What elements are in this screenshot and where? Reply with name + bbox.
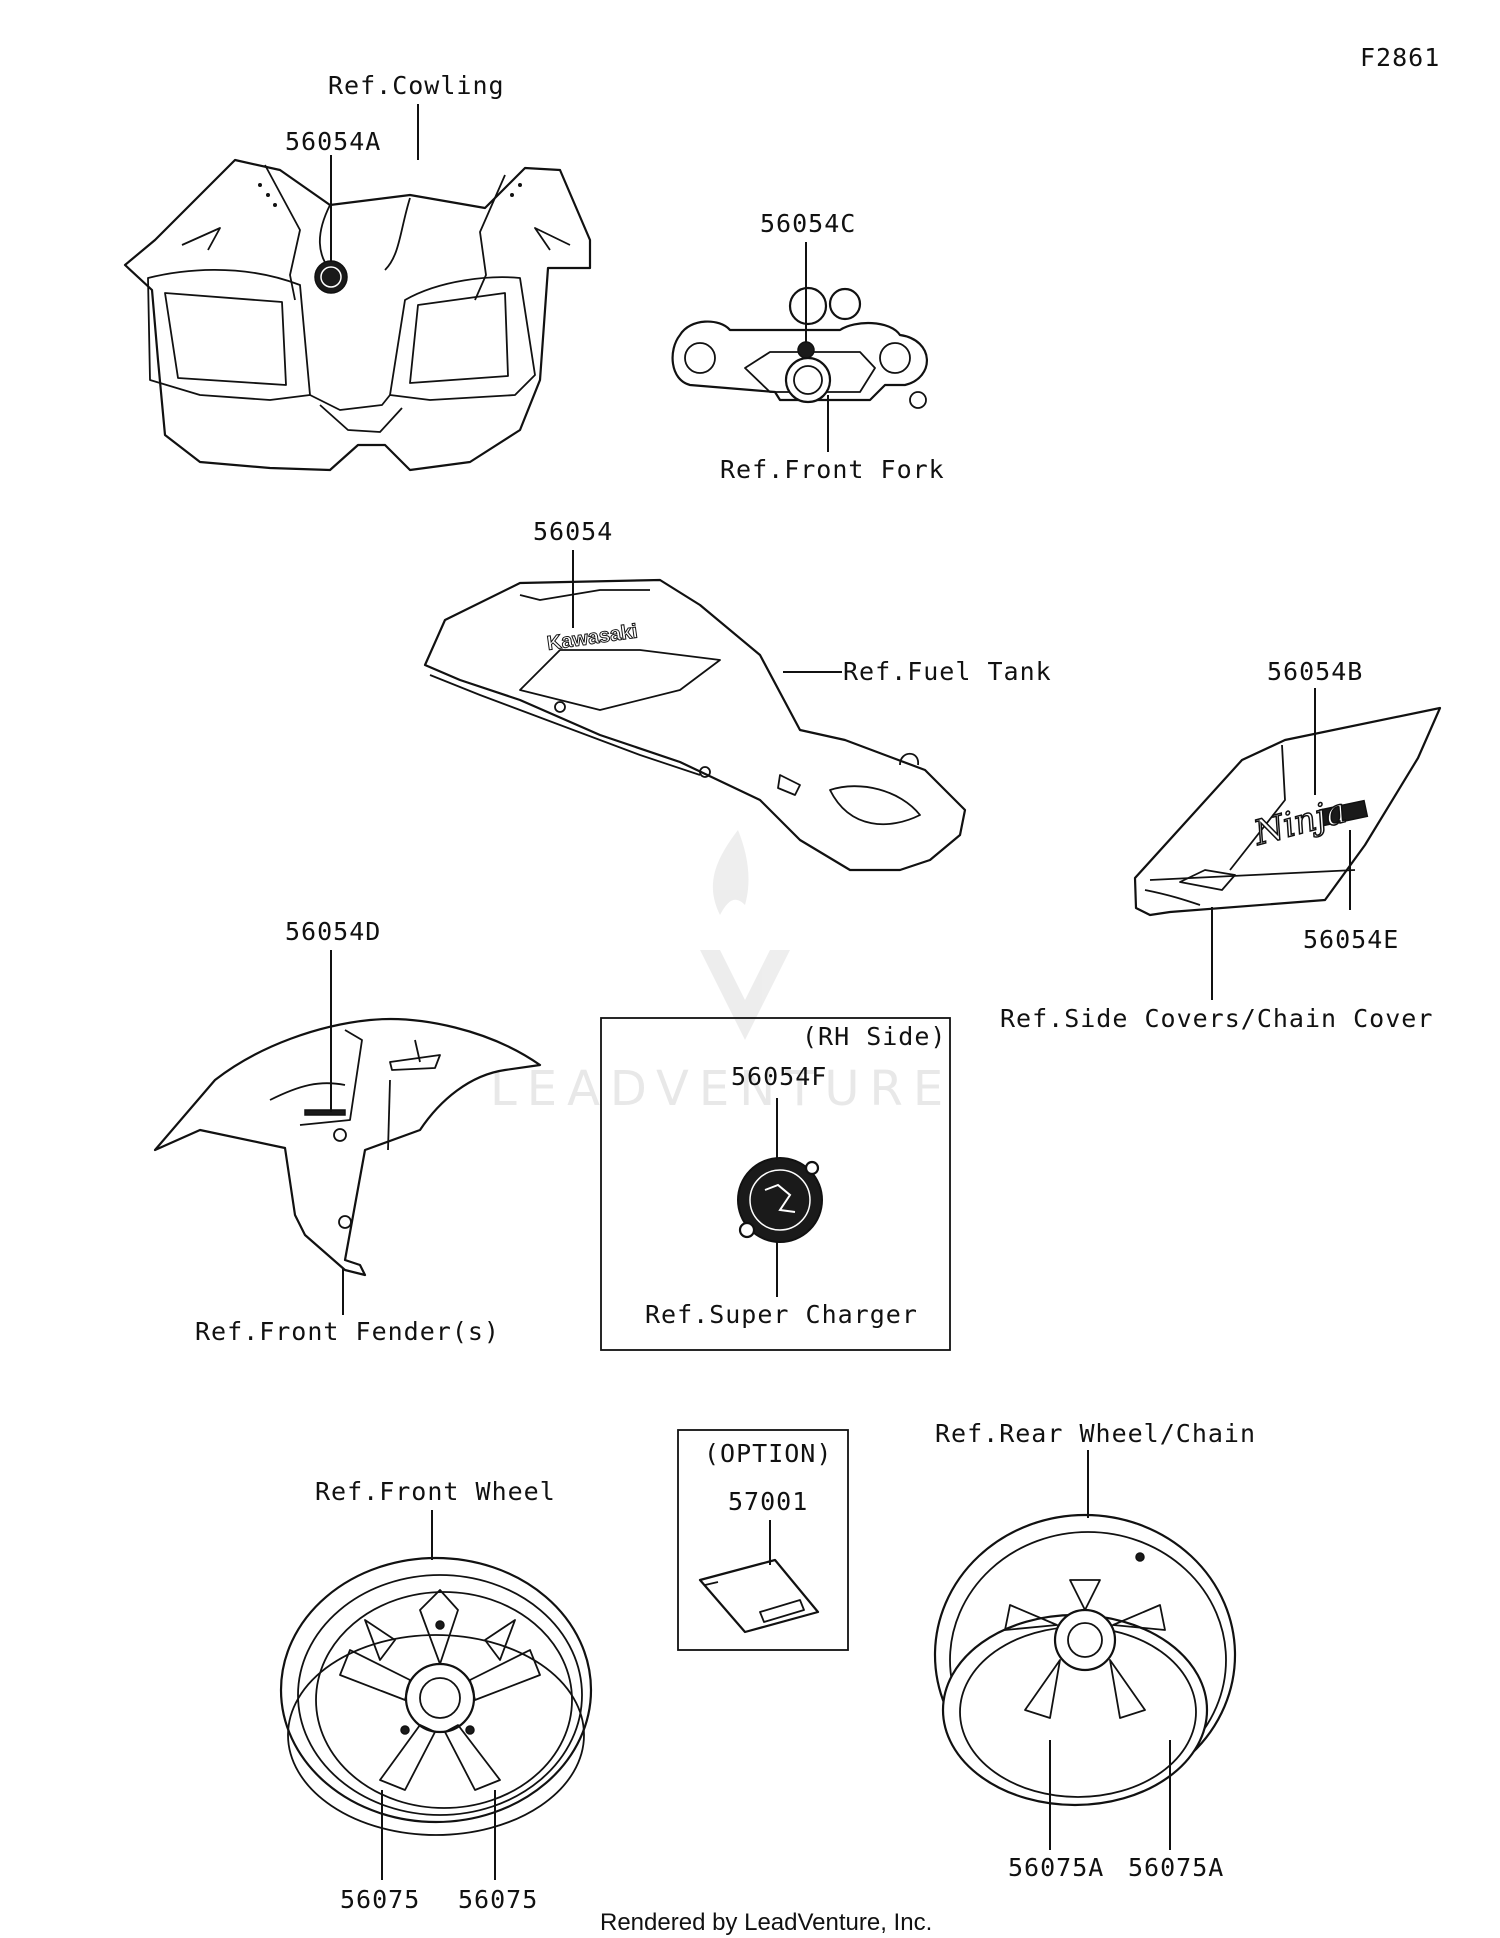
fuel-tank-part[interactable]: Kawasaki	[423, 578, 967, 872]
ref-side-covers-label[interactable]: Ref.Side Covers/Chain Cover	[1000, 1004, 1433, 1033]
ref-fuel-tank-label[interactable]: Ref.Fuel Tank	[843, 657, 1052, 686]
ref-super-charger-label[interactable]: Ref.Super Charger	[645, 1300, 918, 1329]
part-57001-card[interactable]	[698, 1558, 820, 1634]
diagram-id: F2861	[1360, 43, 1440, 72]
front-fender-part[interactable]	[153, 1017, 542, 1277]
part-56075-left-label[interactable]: 56075	[340, 1885, 420, 1914]
part-57001-label[interactable]: 57001	[728, 1487, 808, 1516]
watermark: LEADVENTURE	[490, 830, 953, 1117]
part-56075-right-label[interactable]: 56075	[458, 1885, 538, 1914]
super-charger-part[interactable]	[737, 1157, 823, 1243]
part-56054E-label[interactable]: 56054E	[1303, 925, 1399, 954]
part-56054D-label[interactable]: 56054D	[285, 917, 381, 946]
rear-wheel-part[interactable]	[933, 1513, 1237, 1807]
rh-side-box	[600, 1017, 951, 1351]
ref-front-fork-label[interactable]: Ref.Front Fork	[720, 455, 945, 484]
footer-credit: Rendered by LeadVenture, Inc.	[600, 1909, 932, 1936]
ref-cowling-label[interactable]: Ref.Cowling	[328, 71, 505, 100]
ref-front-wheel-label[interactable]: Ref.Front Wheel	[315, 1477, 556, 1506]
part-56054A-label[interactable]: 56054A	[285, 127, 381, 156]
part-56054-label[interactable]: 56054	[533, 517, 613, 546]
option-label: (OPTION)	[704, 1439, 832, 1468]
front-fork-part[interactable]	[671, 286, 928, 409]
ref-front-fender-label[interactable]: Ref.Front Fender(s)	[195, 1317, 500, 1346]
side-cover-part[interactable]: Ninja	[1133, 706, 1442, 917]
part-56054F-label[interactable]: 56054F	[731, 1062, 827, 1091]
part-56075A-left-label[interactable]: 56075A	[1008, 1853, 1104, 1882]
part-56054B-label[interactable]: 56054B	[1267, 657, 1363, 686]
ref-rear-wheel-label[interactable]: Ref.Rear Wheel/Chain	[935, 1419, 1256, 1448]
part-56054C-label[interactable]: 56054C	[760, 209, 856, 238]
watermark-text: LEADVENTURE	[490, 1061, 953, 1117]
part-56075A-right-label[interactable]: 56075A	[1128, 1853, 1224, 1882]
front-wheel-part[interactable]	[279, 1556, 593, 1836]
rh-side-label: (RH Side)	[802, 1022, 946, 1051]
option-box	[677, 1429, 849, 1651]
cowling-part[interactable]	[123, 158, 592, 472]
